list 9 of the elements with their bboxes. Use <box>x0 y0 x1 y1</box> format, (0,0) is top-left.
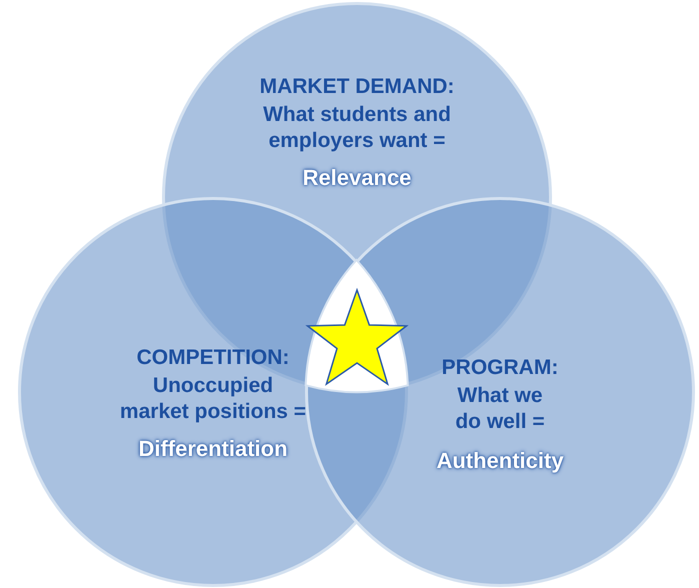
category-heading: MARKET DEMAND: <box>258 74 456 100</box>
description-text: Unoccupied market positions = <box>118 373 308 425</box>
value-label: Relevance <box>302 164 412 192</box>
description-text: What students and employers want = <box>262 102 452 154</box>
value-label: Differentiation <box>137 435 289 463</box>
category-heading: PROGRAM: <box>440 355 560 381</box>
value-label: Authenticity <box>435 447 565 475</box>
category-heading: COMPETITION: <box>136 345 290 371</box>
description-text: What we do well = <box>454 383 546 435</box>
